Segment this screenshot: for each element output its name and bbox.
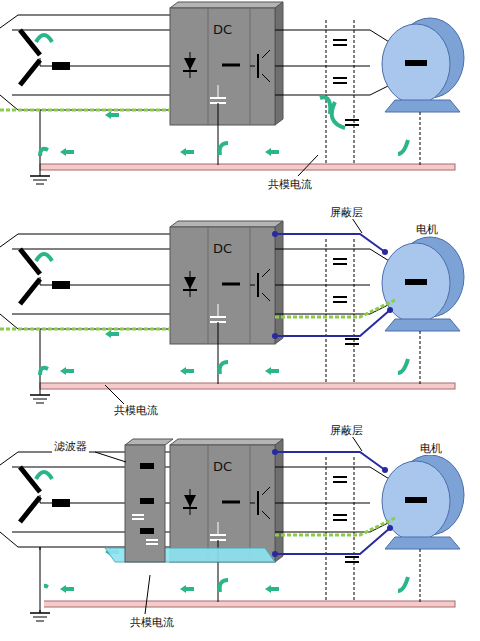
drive-box: DC	[170, 8, 275, 125]
callout-label: 电机	[418, 442, 444, 455]
callout-label: 电机	[414, 223, 440, 236]
box-label: DC	[213, 241, 232, 256]
callout-label: 共模电流	[128, 616, 176, 629]
callout-label: 共模电流	[112, 404, 160, 417]
callout-label: 滤波器	[52, 440, 89, 453]
box-label: DC	[213, 22, 232, 37]
callout-label: 屏蔽层	[328, 424, 365, 437]
callout-label: 屏蔽层	[328, 206, 365, 219]
box-label: DC	[213, 459, 232, 474]
drive-box: DC	[170, 445, 275, 562]
drive-box: DC	[170, 227, 275, 344]
callout-label: 共模电流	[266, 178, 314, 191]
